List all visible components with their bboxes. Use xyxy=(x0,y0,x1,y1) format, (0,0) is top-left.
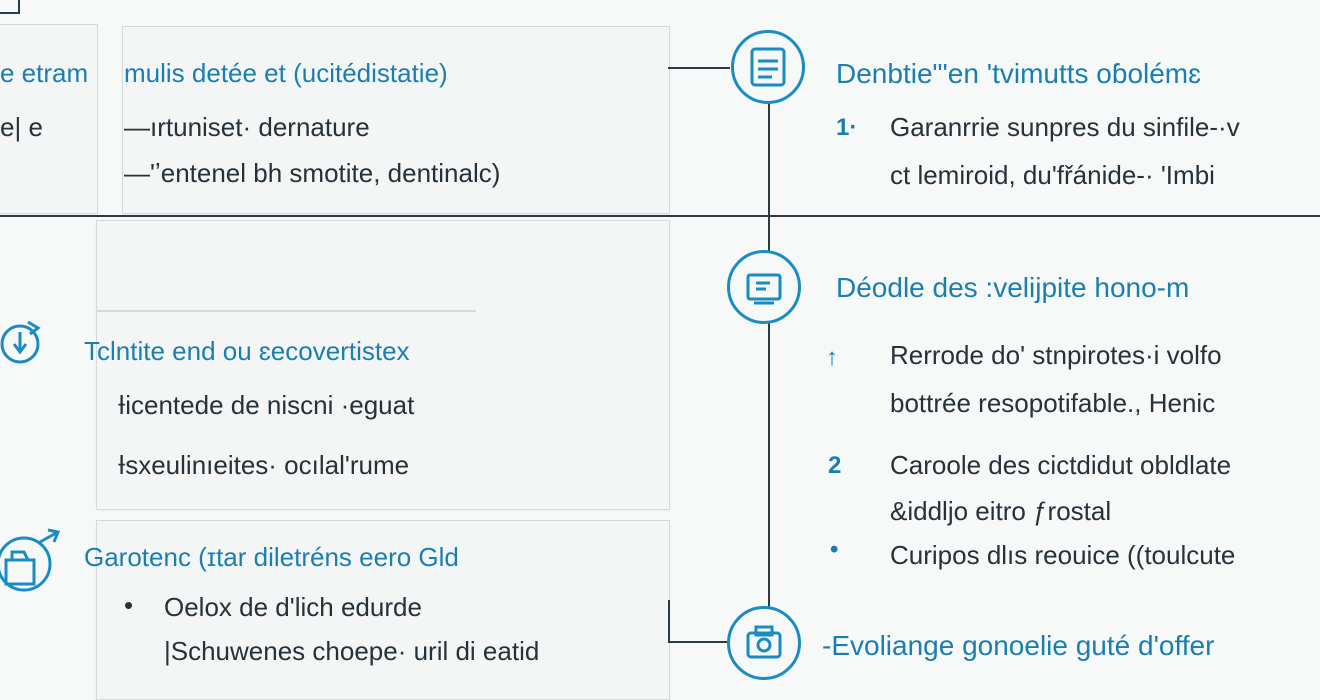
top-box-item-2: —'ʼentenel bh smotite, dentinalc) xyxy=(124,158,501,188)
node-3-title: -Evoliange gonoelie guté d'offer xyxy=(822,630,1215,661)
connector-top xyxy=(668,67,730,69)
node-1-title: Denbtie"'en 'tvimutts oɓolémɛ xyxy=(836,58,1201,89)
node-2-item-2-line-2: &iddljo eitro ƒrostal xyxy=(890,496,1112,526)
node-1-marker: 1· xyxy=(836,114,858,141)
left-partial-line: e| e xyxy=(0,112,43,142)
folder-arrow-icon xyxy=(0,520,62,604)
connector-bottom-drop xyxy=(668,600,670,642)
corner-mark xyxy=(0,0,20,14)
bottom-box-item-1: Oelox de d'lich edurde xyxy=(164,592,422,622)
timeline-spine xyxy=(768,100,770,640)
node-2-item-1-marker: ↑ xyxy=(826,344,838,371)
refresh-clock-icon xyxy=(0,316,44,368)
document-icon xyxy=(731,30,805,104)
mid-box xyxy=(96,220,670,510)
node-2-item-3-marker: • xyxy=(830,536,839,563)
mid-box-item-2: Ɨsxeulinıeites· ocılal'rume xyxy=(118,450,410,480)
node-2-item-1-line-2: bottrée resopotifable., Henic xyxy=(890,388,1216,418)
node-2-item-1-line-1: Rerrode do' stnpirotes·i volfo xyxy=(890,340,1222,370)
left-partial-box xyxy=(0,24,98,214)
bottom-box-title: Garotenc (ɪtar diletréns eero Gld xyxy=(84,542,459,572)
camera-icon xyxy=(727,606,801,680)
node-1-line-1: Garanrrie sunpres du sinfile-·v xyxy=(890,112,1240,142)
mid-box-title: Tclntite end ou ɛecovertistex xyxy=(84,336,410,366)
mid-box-item-1: Ɨicentede de niscni ·eguat xyxy=(118,390,415,420)
top-box-item-1: —ırtuniset· dernature xyxy=(124,112,370,142)
mid-box-inner-line xyxy=(96,310,476,312)
node-2-item-3-line-1: Curipos dlıs reouice ((toulcute xyxy=(890,540,1236,570)
node-2-title: Déodle des :velijpite hono-m xyxy=(836,272,1190,303)
connector-bottom xyxy=(668,641,730,643)
bottom-box-bullet: • xyxy=(124,590,134,620)
left-partial-title: e etram xyxy=(0,58,89,88)
top-box xyxy=(122,26,670,214)
bottom-box-item-2: |Schuwenes choepe· uril di eatid xyxy=(164,636,540,666)
node-2-item-2-line-1: Caroole des cictdidut obldlate xyxy=(890,450,1232,480)
section-divider xyxy=(0,215,1320,217)
top-box-title: mulis detée et (ucitédistatie) xyxy=(124,58,448,88)
node-1-line-2: ct lemiroid, du'fřánide-· 'Imbi xyxy=(890,160,1215,190)
screen-icon xyxy=(727,250,801,324)
node-2-item-2-marker: 2 xyxy=(828,452,842,479)
bottom-box xyxy=(96,520,670,700)
